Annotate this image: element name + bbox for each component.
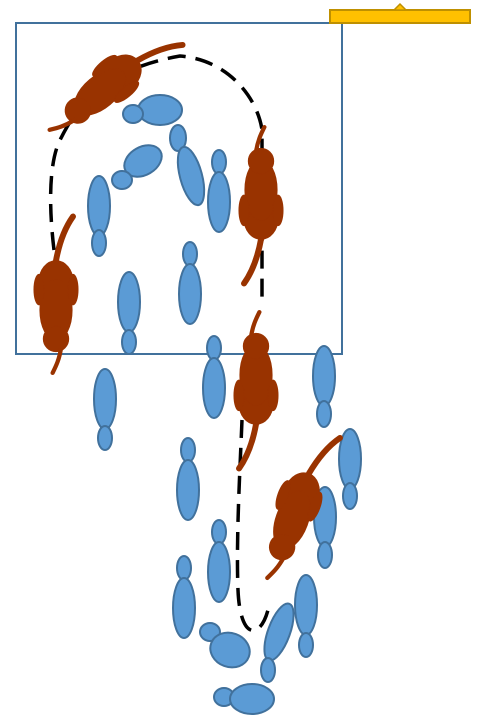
mouse-icon	[38, 15, 186, 149]
object-ellipse-icon	[263, 602, 295, 662]
object-ellipse-icon	[93, 368, 117, 430]
object-ellipse-icon	[111, 170, 133, 190]
object-ellipse-icon	[87, 175, 111, 237]
object-ellipse-icon	[169, 124, 187, 152]
objects-group	[87, 94, 362, 715]
object-ellipse-icon	[176, 459, 200, 521]
mouse-icon	[234, 312, 278, 468]
object-ellipse-icon	[91, 229, 107, 257]
object-ellipse-icon	[117, 271, 141, 333]
callout-tab-icon	[329, 2, 471, 24]
object-ellipse-icon	[298, 632, 314, 658]
object-ellipse-icon	[202, 357, 226, 419]
object-ellipse-icon	[260, 657, 276, 683]
object-ellipse-icon	[206, 335, 222, 361]
object-ellipse-icon	[317, 541, 333, 569]
object-ellipse-icon	[209, 631, 251, 669]
object-ellipse-icon	[342, 482, 358, 510]
object-ellipse-icon	[176, 145, 206, 207]
object-ellipse-icon	[178, 263, 202, 325]
object-ellipse-icon	[176, 555, 192, 581]
object-ellipse-icon	[211, 519, 227, 545]
mouse-icon	[34, 217, 78, 373]
object-ellipse-icon	[211, 149, 227, 175]
object-ellipse-icon	[137, 94, 183, 126]
object-ellipse-icon	[294, 574, 318, 636]
object-ellipse-icon	[312, 345, 336, 407]
arena-frame	[15, 22, 343, 355]
object-ellipse-icon	[122, 104, 144, 124]
object-ellipse-icon	[207, 171, 231, 233]
object-ellipse-icon	[97, 425, 113, 451]
object-ellipse-icon	[180, 437, 196, 463]
object-ellipse-icon	[207, 541, 231, 603]
object-ellipse-icon	[121, 329, 137, 355]
object-ellipse-icon	[229, 683, 275, 715]
object-ellipse-icon	[182, 241, 198, 267]
object-ellipse-icon	[172, 577, 196, 639]
trajectory-path	[48, 54, 270, 633]
object-ellipse-icon	[316, 400, 332, 428]
